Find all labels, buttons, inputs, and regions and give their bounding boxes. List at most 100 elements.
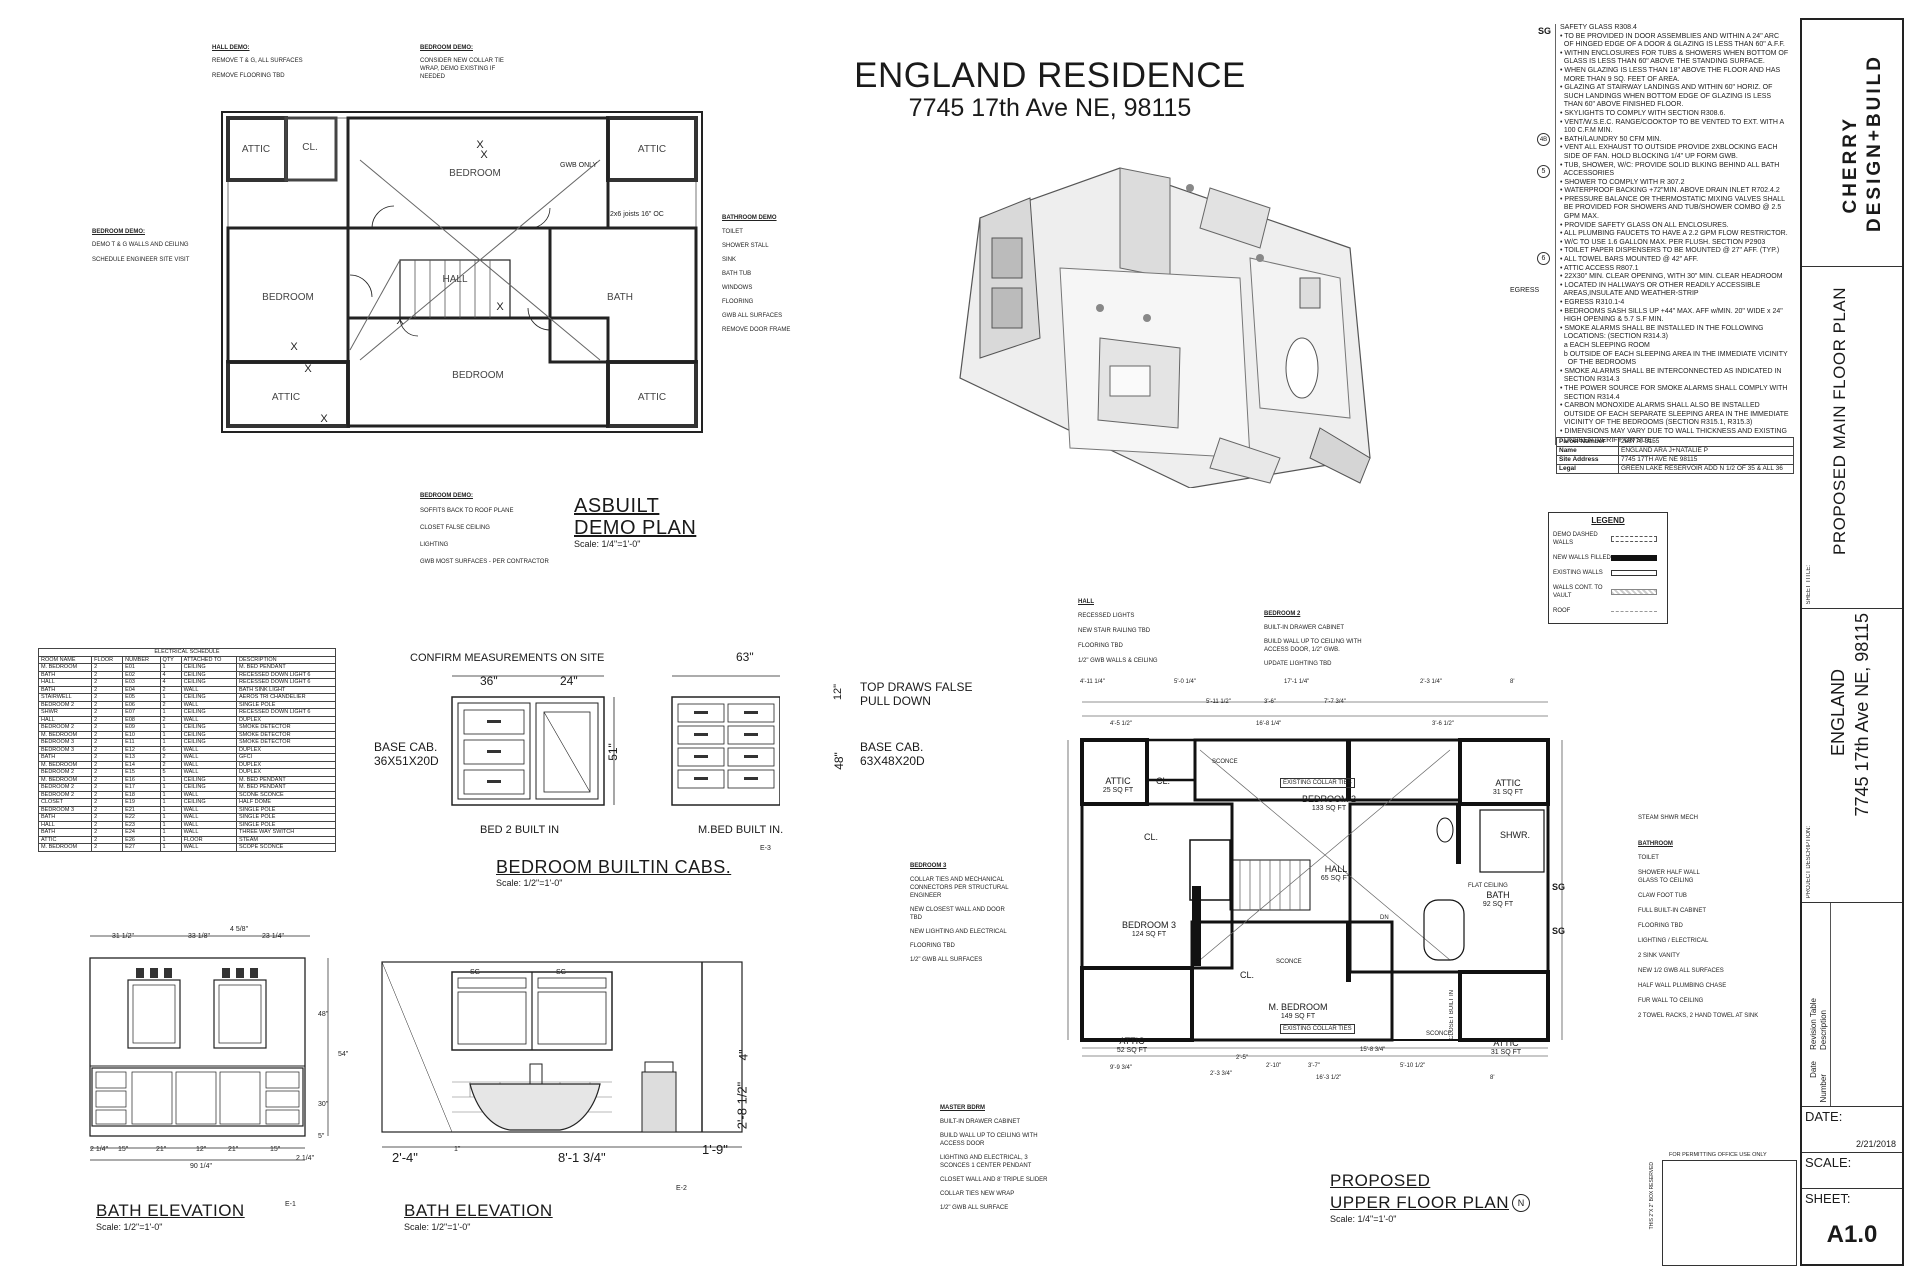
schedule-cell: E13 xyxy=(122,753,161,762)
note-line: WINDOWS xyxy=(722,285,753,291)
sheet-number: A1.0 xyxy=(1826,1221,1878,1248)
schedule-cell: HALF DOME xyxy=(236,798,336,807)
3d-rendering xyxy=(959,167,1371,488)
schedule-cell: 2 xyxy=(91,820,124,829)
schedule-cell: E04 xyxy=(122,685,161,694)
note-line: • BATH/LAUNDRY 50 CFM MIN. xyxy=(1560,135,1662,143)
note-line: SHOWER HALF WALL xyxy=(1638,870,1700,876)
mbed-cab-size: 63X48X20D xyxy=(860,754,925,768)
schedule-cell: 2 xyxy=(91,730,124,739)
note-line: TBD xyxy=(910,915,922,921)
schedule-cell: BEDROOM 2 xyxy=(37,790,93,799)
bedroom-demo-heading: BEDROOM DEMO: xyxy=(92,229,145,235)
schedule-cell: 1 xyxy=(159,663,182,672)
schedule-title: ELECTRICAL SCHEDULE xyxy=(38,648,336,657)
schedule-cell: 1 xyxy=(159,828,182,837)
note-line: UPDATE LIGHTING TBD xyxy=(1264,661,1332,667)
mbed-cab-label: BASE CAB. 63X48X20D xyxy=(860,740,925,768)
parcel-value: ENGLAND ARA J+NATALIE P xyxy=(1618,446,1794,456)
schedule-cell: 2 xyxy=(91,790,124,799)
bath-elev2-scale: Scale: 1/2"=1'-0" xyxy=(404,1222,471,1232)
bath-elevation-2-title: BATH ELEVATION Scale: 1/2"=1'-0" xyxy=(404,1200,553,1232)
svg-text:X: X xyxy=(496,301,504,313)
schedule-cell: M. BED PENDANT xyxy=(236,783,336,792)
bedroom-demo-bottom-notes: BEDROOM DEMO: SOFFITS BACK TO ROOF PLANE… xyxy=(420,492,549,566)
note-line: • ALL TOWEL BARS MOUNTED @ 42" AFF. xyxy=(1560,256,1699,264)
hall-demo-notes: HALL DEMO: REMOVE T & G, ALL SURFACES RE… xyxy=(212,44,303,80)
bedroom-demo-heading: BEDROOM DEMO: xyxy=(420,493,473,499)
schedule-cell: BATH SINK LIGHT xyxy=(236,685,336,694)
room-label: CL. xyxy=(1240,970,1255,980)
schedule-cell: SCOPE SCONCE xyxy=(236,843,336,852)
schedule-cell: E02 xyxy=(122,670,161,679)
note-line: VICINITY OF THE BEDROOMS (SECTION R315.1… xyxy=(1560,419,1753,427)
note-line: 2 TOWEL RACKS, 2 HAND TOWEL AT SINK xyxy=(1638,1013,1759,1019)
note-line: BE PROVIDED FOR SHOWERS AND TUB/SHOWER C… xyxy=(1560,204,1782,212)
cabinets-title: BEDROOM BUILTIN CABS. xyxy=(496,857,732,877)
elev2-right-dim: 2'-8 1/2" xyxy=(734,1081,750,1130)
schedule-cell: 2 xyxy=(91,768,124,777)
svg-text:BEDROOM: BEDROOM xyxy=(449,168,501,179)
note-line: ACCESS DOOR xyxy=(940,1141,985,1147)
bedroom2-notes-heading: BEDROOM 2 xyxy=(1264,611,1301,617)
note-line: HIGH OPENING & 5.7 S.F MIN. xyxy=(1560,316,1664,324)
note-line: OF THE BEDROOMS xyxy=(1560,359,1637,367)
note-line: ENGINEER xyxy=(910,893,942,899)
schedule-cell: CEILING xyxy=(180,670,238,679)
note-line: SIDE OF FAN. HOLD BLOCKING 1/4" UP FORM … xyxy=(1560,152,1738,160)
steam-shower-note: STEAM SHWR MECH xyxy=(1638,815,1698,821)
proposed-title: PROPOSED UPPER FLOOR PLAN N Scale: 1/4"=… xyxy=(1330,1170,1530,1224)
schedule-cell: STEAM xyxy=(236,835,336,844)
schedule-cell: SCONE SCONCE xyxy=(236,790,336,799)
note-line: BATH TUB xyxy=(722,271,752,277)
schedule-cell: SINGLE POLE xyxy=(236,813,336,822)
cabinets-title-block: BEDROOM BUILTIN CABS. Scale: 1/2"=1'-0" xyxy=(496,856,731,888)
svg-text:ATTIC: ATTIC xyxy=(638,392,666,403)
elev2-dim: 1" xyxy=(454,1146,461,1153)
project-address: 7745 17th Ave NE, 98115 xyxy=(908,94,1192,122)
schedule-cell: 1 xyxy=(159,708,182,717)
room-area: 133 SQ FT xyxy=(1311,805,1347,812)
note-line: • W/C TO USE 1.6 GALLON MAX. PER FLUSH. … xyxy=(1560,238,1766,246)
schedule-cell: FLOOR xyxy=(180,835,238,844)
mbed-tag: E-3 xyxy=(760,845,771,852)
schedule-cell: 4 xyxy=(159,670,182,679)
note-line: FLOORING TBD xyxy=(1638,923,1683,929)
schedule-cell: 1 xyxy=(159,843,182,852)
schedule-cell: E21 xyxy=(122,805,161,814)
note-circle: 5 xyxy=(1537,165,1550,178)
rev-col: Number xyxy=(1819,1073,1828,1102)
schedule-cell: 1 xyxy=(159,820,182,829)
bed2-height: 51" xyxy=(605,743,620,761)
schedule-cell: E01 xyxy=(122,663,161,672)
note-line: CLOSET WALL AND 8' TRIPLE SLIDER xyxy=(940,1177,1048,1183)
bath-elev1-title: BATH ELEVATION xyxy=(96,1201,245,1220)
legend-vault-swatch xyxy=(1611,589,1657,595)
plan-dim: 16'-3 1/2" xyxy=(1316,1075,1342,1081)
room-name: ATTIC xyxy=(1493,1038,1519,1048)
elev1-dim: 21" xyxy=(228,1146,239,1153)
note-line: • WATERPROOF BACKING +72"MIN. ABOVE DRAI… xyxy=(1560,187,1780,195)
note-line: 1/2" GWB ALL SURFACE xyxy=(940,1205,1009,1211)
schedule-cell: E18 xyxy=(122,790,161,799)
bath-elevation-1-drawing xyxy=(89,935,329,1161)
schedule-cell: WALL xyxy=(180,753,238,762)
sg-marker: SG xyxy=(1538,26,1552,36)
schedule-cell: BEDROOM 3 xyxy=(37,738,93,747)
note-line: NEW STAIR RAILING TBD xyxy=(1078,628,1151,634)
svg-text:X: X xyxy=(290,341,298,353)
parcel-value: 7745 17TH AVE NE 98115 xyxy=(1618,455,1794,465)
schedule-cell: 2 xyxy=(91,715,124,724)
master-notes: MASTER BDRM BUILT-IN DRAWER CABINET BUIL… xyxy=(940,1104,1048,1212)
schedule-header: FLOOR xyxy=(91,655,124,664)
note-line: DEMO T & G WALLS AND CEILING xyxy=(92,242,189,248)
mbed-top: 12" xyxy=(832,683,845,701)
